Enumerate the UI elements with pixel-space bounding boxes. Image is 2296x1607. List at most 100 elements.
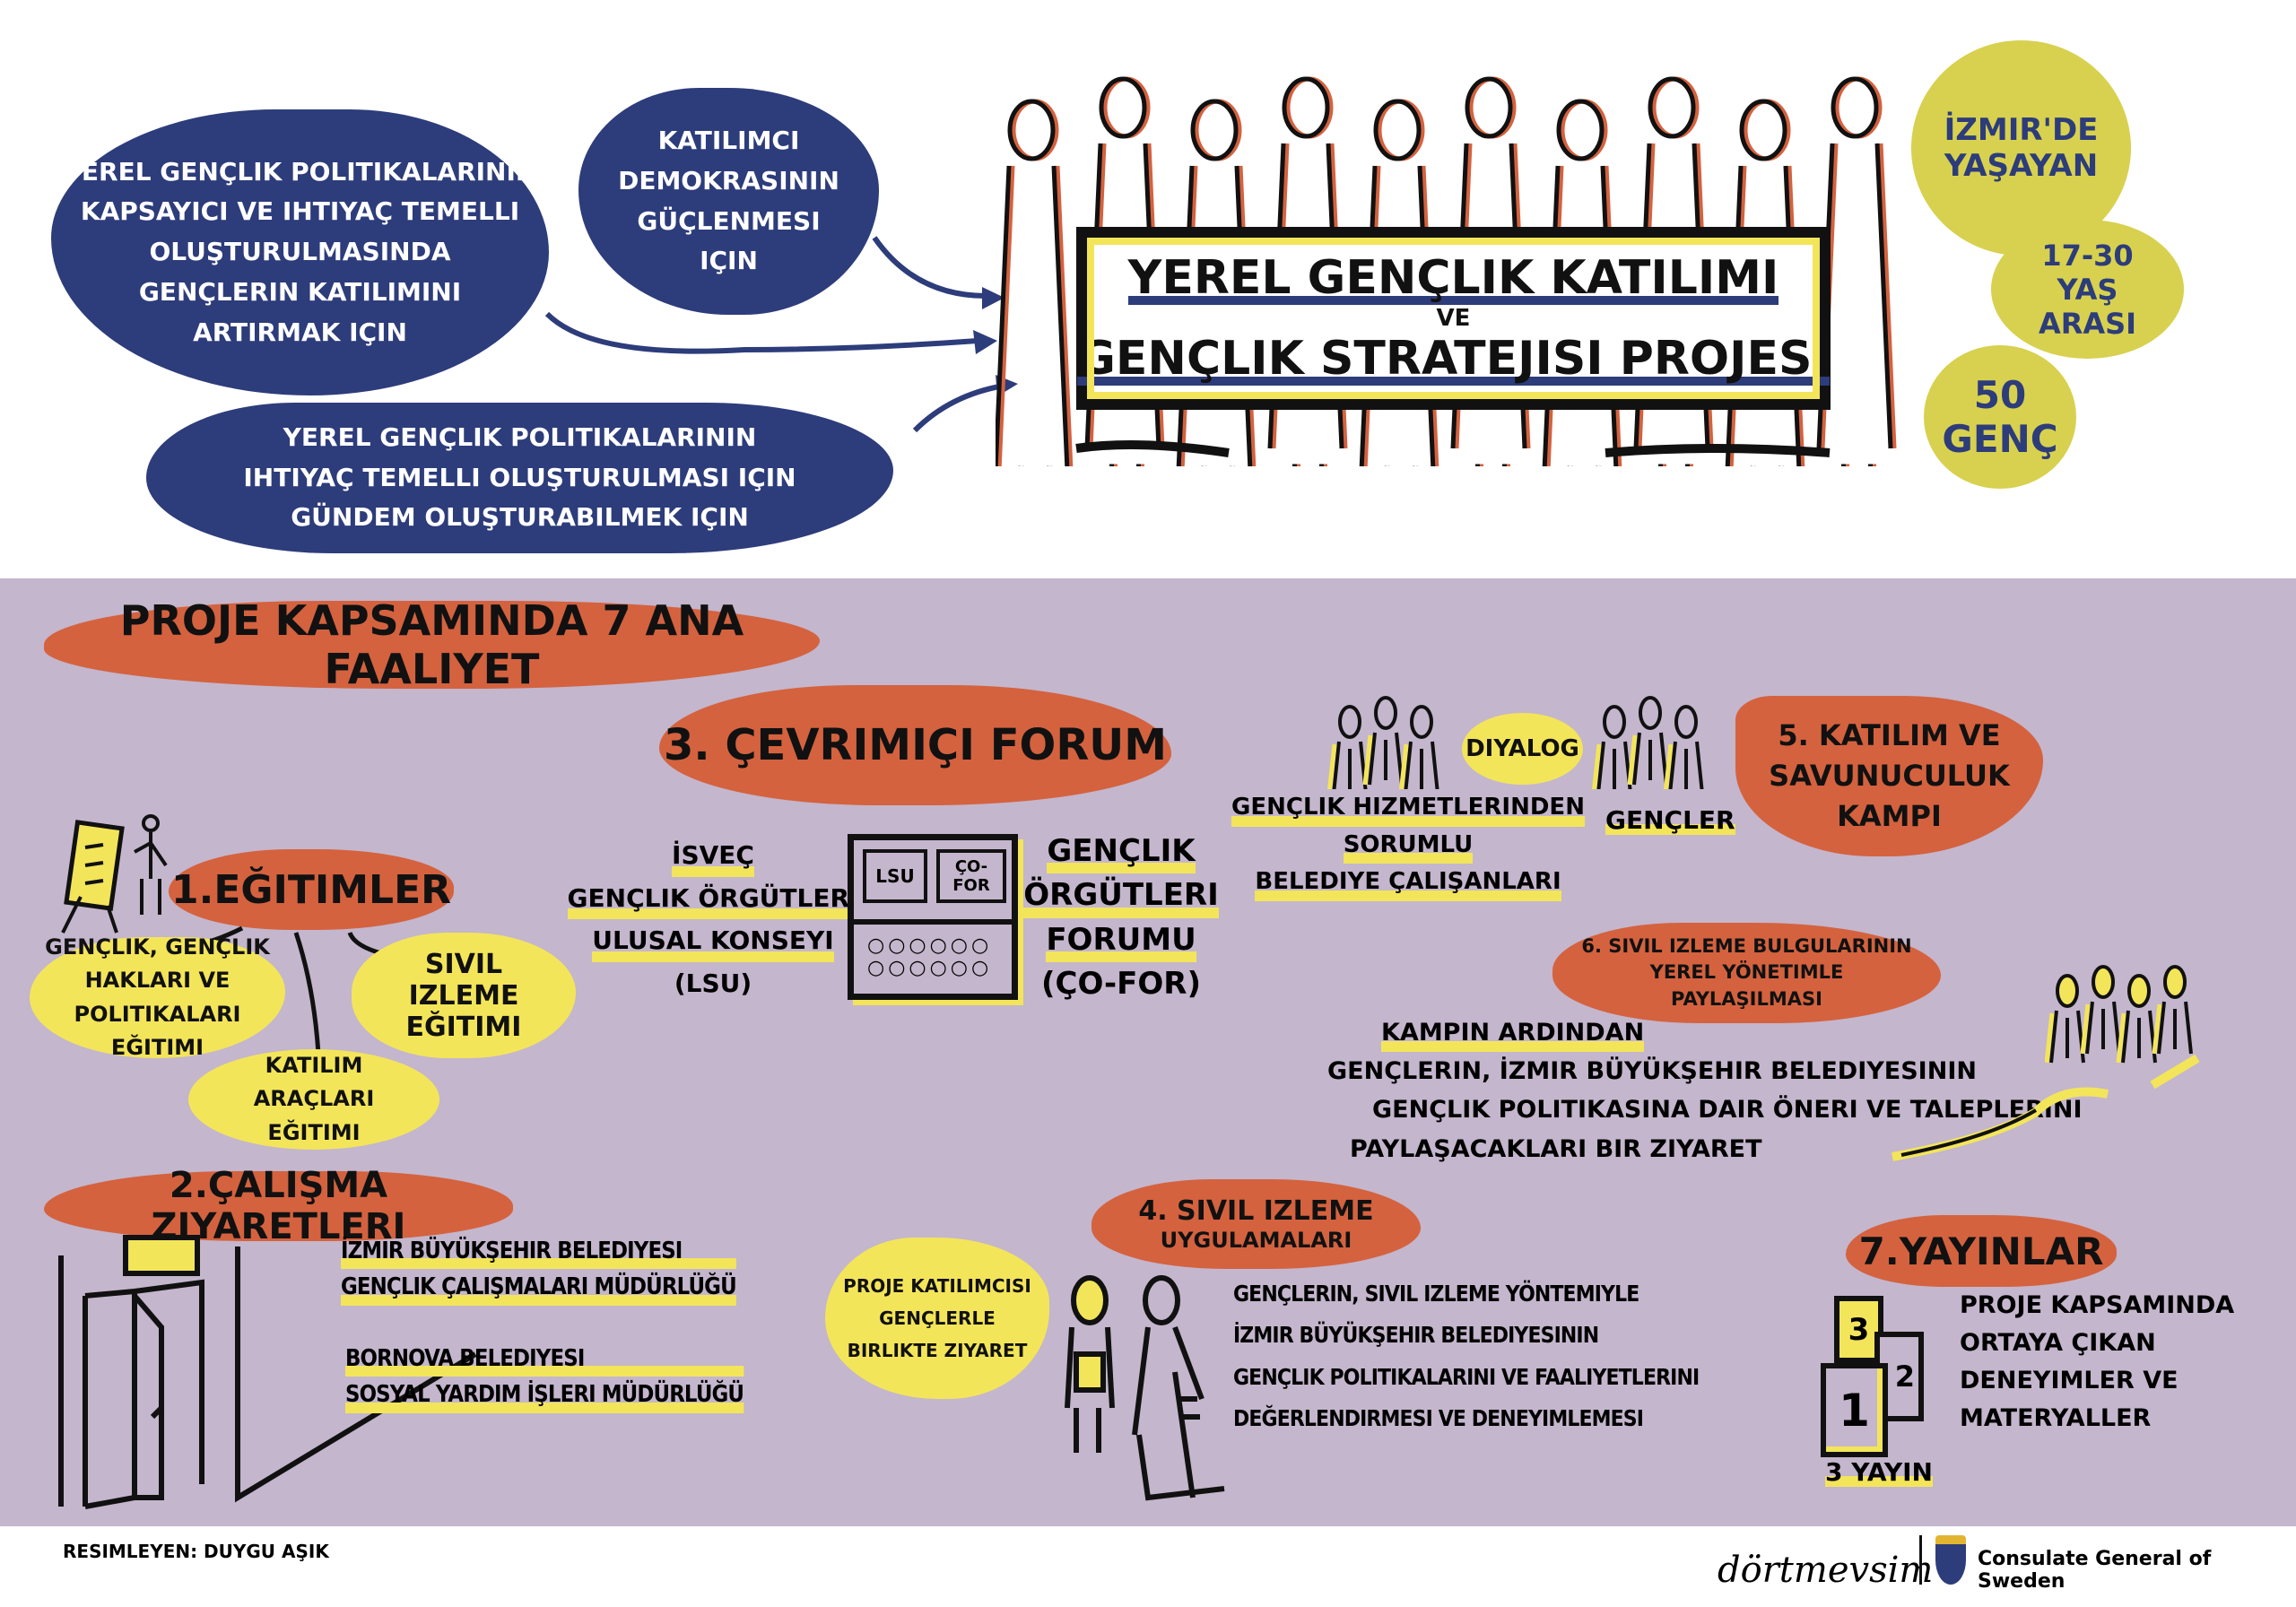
- fact-text: 50 genç: [1942, 373, 2058, 461]
- forum-text: (LSU): [674, 968, 752, 998]
- training-youth-rights: Gençlik, gençlik hakları ve politikaları…: [30, 934, 285, 1060]
- forum-lsu-label: İsveç Gençlik Örgütleri Ulusal Konseyi (…: [568, 834, 859, 1004]
- desc-text: ortaya çıkan: [1960, 1328, 2156, 1357]
- person-figure: [1362, 696, 1404, 786]
- person-figure: [2152, 965, 2193, 1055]
- goal-bubble-democracy: Katılımcı demokrasinin güçlenmesi için: [578, 88, 879, 315]
- activity-title-text: 7.Yayınlar: [1858, 1229, 2104, 1273]
- path-line: [1892, 1054, 2200, 1161]
- open-door-icon: [58, 1235, 477, 1509]
- fact-count: 50 genç: [1924, 345, 2076, 489]
- laptop-icon: LSU ÇO-FOR ○○○○○○○○○○○○: [848, 834, 1018, 1000]
- activity-title-text: savunuculuk: [1769, 759, 2010, 794]
- visit-izmir: İzmir Büyükşehir Belediyesi Gençlik Çalı…: [341, 1233, 737, 1306]
- book-number: 3: [1848, 1311, 1870, 1348]
- activity-6-description: Kampın ardından gençlerin, İzmir Büyükşe…: [1327, 1013, 2083, 1168]
- activity-4-description: Gençlerin, sivil izleme yöntemiyle İzmir…: [1233, 1273, 1700, 1439]
- activity-4-title: 4. Sivil izleme uygulamaları: [1091, 1179, 1421, 1269]
- person-figure: [1327, 705, 1368, 789]
- goal-text: artırmak için: [193, 317, 407, 347]
- desc-text: İzmir Büyükşehir Belediyesinin: [1233, 1322, 1599, 1349]
- desc-text: gençlik politikalarını ve faaliyetlerini: [1233, 1363, 1700, 1390]
- goal-text: demokrasinin: [618, 165, 839, 195]
- person-figure: [1627, 696, 1668, 786]
- goal-text: güçlenmesi: [637, 205, 821, 236]
- goal-text: Katılımcı: [657, 125, 800, 155]
- desc-text: Kampın ardından: [1381, 1013, 1644, 1052]
- activity-title-text: paylaşılması: [1671, 987, 1822, 1010]
- arrows-to-banner: [544, 236, 1018, 433]
- forum-text: Forumu: [1046, 918, 1196, 962]
- goal-text: gençlerin katılımını: [138, 276, 462, 307]
- desc-text: değerlendirmesi ve deneyimlemesi: [1233, 1404, 1644, 1431]
- desc-text: materyaller: [1960, 1403, 2152, 1432]
- activity-7-title: 7.Yayınlar: [1846, 1215, 2117, 1287]
- label-text: sorumlu: [1344, 827, 1474, 864]
- activity-title-text: 1.Eğitimler: [170, 866, 452, 913]
- book-1-icon: 1: [1821, 1363, 1888, 1457]
- training-text: Sivil izleme eğitimi: [405, 948, 522, 1043]
- goal-text: kapsayıcı ve ihtiyaç temelli: [80, 196, 520, 227]
- activity-title-text: 4. Sivil izleme: [1138, 1194, 1374, 1227]
- visit-text: Bornova Belediyesi: [345, 1341, 744, 1377]
- activity-3-title: 3. Çevrimiçi forum: [659, 685, 1171, 805]
- visit-text: Gençlik Çalışmaları Müdürlüğü: [341, 1269, 737, 1305]
- dortmevsim-logo: dörtmevsim: [1718, 1550, 1934, 1591]
- desc-text: gençlerin, İzmir Büyükşehir Belediyesini…: [1327, 1057, 1977, 1086]
- forum-text: Gençlik Örgütleri: [568, 877, 859, 920]
- dialog-text: Diyalog: [1465, 735, 1579, 762]
- person-figure: [2080, 965, 2121, 1055]
- activity-5-title: 5. Katılım ve savunuculuk kampı: [1735, 696, 2043, 856]
- activity-1-title: 1.Eğitimler: [169, 849, 454, 930]
- laptop-hinge: [854, 919, 1012, 925]
- forum-text: Ulusal Konseyi: [592, 919, 833, 962]
- activity-2-title: 2.Çalışma ziyaretleri: [44, 1165, 513, 1247]
- forum-text: (ÇO-FOR): [1041, 965, 1201, 1002]
- logo-divider: [1919, 1535, 1922, 1585]
- note-text: gençlerle: [879, 1307, 996, 1329]
- section-title: Proje kapsamında 7 ana faaliyet: [44, 596, 820, 693]
- activity-title-text: kampı: [1837, 798, 1942, 833]
- goal-text: için: [700, 246, 758, 276]
- goal-text: gündem oluşturabilmek için: [291, 502, 749, 533]
- consulate-logo: Consulate General of Sweden: [1978, 1548, 2212, 1593]
- activity-title-text: 3. Çevrimiçi forum: [663, 720, 1168, 770]
- walking-youth-icon: [2045, 965, 2193, 1064]
- project-banner: Yerel Gençlik Katılımı ve Gençlik Strate…: [1076, 227, 1831, 410]
- activity-title-text: 2.Çalışma ziyaretleri: [151, 1165, 406, 1247]
- person-figure: [996, 99, 1074, 466]
- activity-title-text: uygulamaları: [1160, 1227, 1352, 1253]
- goal-bubble-inclusive-policies: Yerel gençlik politikalarının kapsayıcı …: [51, 109, 549, 395]
- label-text: belediye çalışanları: [1255, 864, 1561, 901]
- training-text: Katılım araçları eğitimi: [253, 1053, 375, 1145]
- forum-text: Örgütleri: [1023, 873, 1219, 917]
- forum-coffor-label: Gençlik Örgütleri Forumu (ÇO-FOR): [1023, 830, 1219, 1006]
- activity-title-text: yerel yönetimle: [1649, 961, 1844, 984]
- screen-label: LSU: [875, 865, 915, 887]
- presenter-whiteboard-icon: [61, 814, 168, 934]
- officials-group-icon: [1327, 696, 1439, 789]
- banner-title-line-2: Gençlik Stratejisi Projesi: [1077, 332, 1830, 386]
- person-figure: [1664, 705, 1704, 789]
- illustrator-credit: Resimleyen: Duygu Aşık: [63, 1541, 329, 1562]
- fact-text: İzmir'de yaşayan: [1944, 112, 2099, 184]
- visit-bornova: Bornova Belediyesi Sosyal Yardım İşleri …: [345, 1341, 744, 1413]
- laptop-screen-lsu: LSU: [863, 849, 927, 903]
- youth-group-icon: [1592, 696, 1704, 789]
- desc-text: gençlik politikasına dair öneri ve talep…: [1372, 1096, 2083, 1125]
- desc-text: deneyimler ve: [1960, 1366, 2179, 1394]
- activity-title-text: 5. Katılım ve: [1778, 718, 2001, 753]
- visit-text: İzmir Büyükşehir Belediyesi: [341, 1233, 736, 1269]
- keyboard-icon: ○○○○○○○○○○○○: [867, 934, 993, 979]
- arrow-icon: [544, 311, 978, 354]
- goal-text: ihtiyaç temelli oluşturulması için: [243, 462, 796, 492]
- officials-label: Gençlik hizmetlerinden sorumlu belediye …: [1231, 789, 1585, 901]
- youth-label: Gençler: [1605, 805, 1735, 835]
- arrow-icon: [872, 236, 987, 299]
- training-participation-tools: Katılım araçları eğitimi: [188, 1049, 439, 1150]
- desc-text: Proje kapsamında: [1960, 1291, 2235, 1319]
- arrow-icon: [912, 383, 1005, 433]
- person-figure: [2116, 974, 2157, 1064]
- screen-label: ÇO-FOR: [952, 857, 990, 895]
- fact-age: 17-30 yaş arası: [1991, 220, 2184, 359]
